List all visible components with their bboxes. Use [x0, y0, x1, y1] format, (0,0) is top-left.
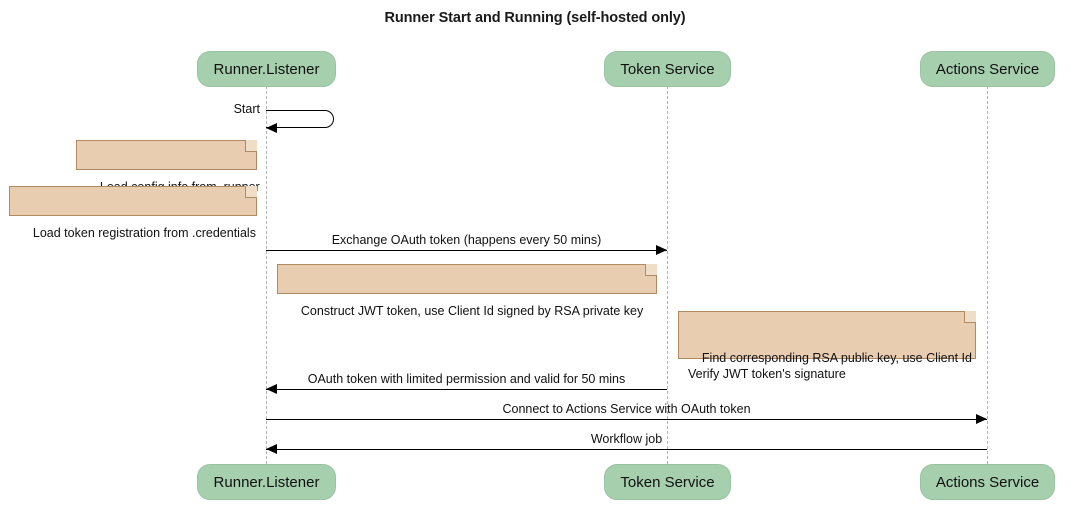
lifeline-runner [266, 86, 267, 464]
participant-token-bottom[interactable]: Token Service [604, 464, 731, 500]
participant-label: Token Service [620, 474, 715, 491]
message-line-workflow-job [266, 449, 987, 450]
message-arrowhead-workflow-job [266, 444, 277, 454]
participant-label: Runner.Listener [213, 61, 320, 78]
participant-token-top[interactable]: Token Service [604, 51, 731, 87]
participant-actions-top[interactable]: Actions Service [920, 51, 1055, 87]
note-text: Find corresponding RSA public key, use C… [688, 351, 972, 381]
note-load-config: Load config info from .runner [76, 140, 260, 194]
message-line-oauth-token-response [266, 389, 667, 390]
note-dogear-icon [645, 264, 657, 276]
note-load-token-registration: Load token registration from .credential… [9, 186, 257, 240]
lifeline-token [667, 86, 668, 464]
message-arrowhead-oauth-token-response [266, 384, 277, 394]
participant-label: Actions Service [935, 61, 1040, 78]
diagram-title: Runner Start and Running (self-hosted on… [384, 10, 686, 26]
message-arrowhead-connect-actions-service [976, 414, 987, 424]
participant-label: Runner.Listener [213, 474, 320, 491]
message-line-connect-actions-service [266, 419, 987, 420]
message-label-workflow-job: Workflow job [590, 432, 663, 446]
message-label-start: Start [233, 102, 260, 116]
message-label-connect-actions-service: Connect to Actions Service with OAuth to… [502, 402, 751, 416]
message-arrowhead-start [266, 122, 277, 133]
message-line-exchange-oauth-token [266, 250, 667, 251]
note-text: Load token registration from .credential… [32, 226, 256, 240]
participant-runner-bottom[interactable]: Runner.Listener [197, 464, 336, 500]
note-dogear-icon [964, 311, 976, 323]
message-label-exchange-oauth-token: Exchange OAuth token (happens every 50 m… [331, 233, 602, 247]
message-label-oauth-token-response: OAuth token with limited permission and … [307, 372, 626, 386]
participant-label: Token Service [620, 61, 715, 78]
note-dogear-icon [245, 186, 257, 198]
message-arrowhead-exchange-oauth-token [656, 245, 667, 255]
lifeline-actions [987, 86, 988, 464]
note-text: Construct JWT token, use Client Id signe… [300, 304, 644, 318]
participant-label: Actions Service [935, 474, 1040, 491]
note-dogear-icon [245, 140, 257, 152]
note-construct-jwt: Construct JWT token, use Client Id signe… [277, 264, 657, 318]
message-self-start [266, 110, 334, 128]
participant-runner-top[interactable]: Runner.Listener [197, 51, 336, 87]
participant-actions-bottom[interactable]: Actions Service [920, 464, 1055, 500]
note-verify-jwt: Find corresponding RSA public key, use C… [678, 311, 976, 381]
